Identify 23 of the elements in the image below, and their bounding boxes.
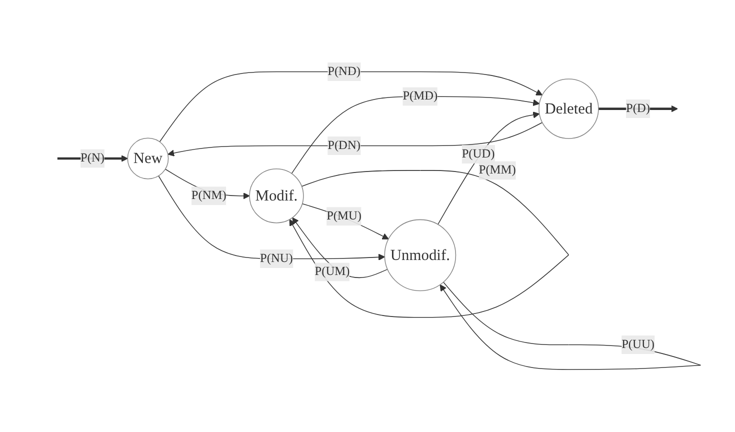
edge-label: P(MU)	[326, 209, 362, 223]
edge-label: P(UM)	[314, 265, 350, 278]
edge-label: P(D)	[626, 102, 650, 115]
node-circle: New	[127, 138, 169, 180]
node-circle: Deleted	[538, 78, 599, 139]
arrow	[289, 170, 570, 318]
edge-label: P(NU)	[260, 252, 293, 265]
edge-label: P(ND)	[328, 64, 360, 78]
arrow	[158, 176, 385, 261]
edge-label: P(DN)	[328, 138, 360, 152]
arrow	[291, 96, 540, 174]
edge-label: P(UD)	[462, 147, 495, 160]
arrow	[159, 71, 543, 142]
arrow	[302, 203, 389, 240]
edge-label: P(N)	[80, 152, 105, 165]
arrow	[438, 112, 540, 225]
node-circle: Modif.	[249, 168, 304, 224]
node-circle: Unmodif.	[384, 219, 456, 292]
edge-label: P(NM)	[191, 188, 226, 202]
edge-label: P(MM)	[478, 164, 516, 177]
edge-label: P(MD)	[402, 90, 438, 103]
arrow	[168, 122, 543, 156]
edge-label: P(UU)	[622, 338, 654, 351]
